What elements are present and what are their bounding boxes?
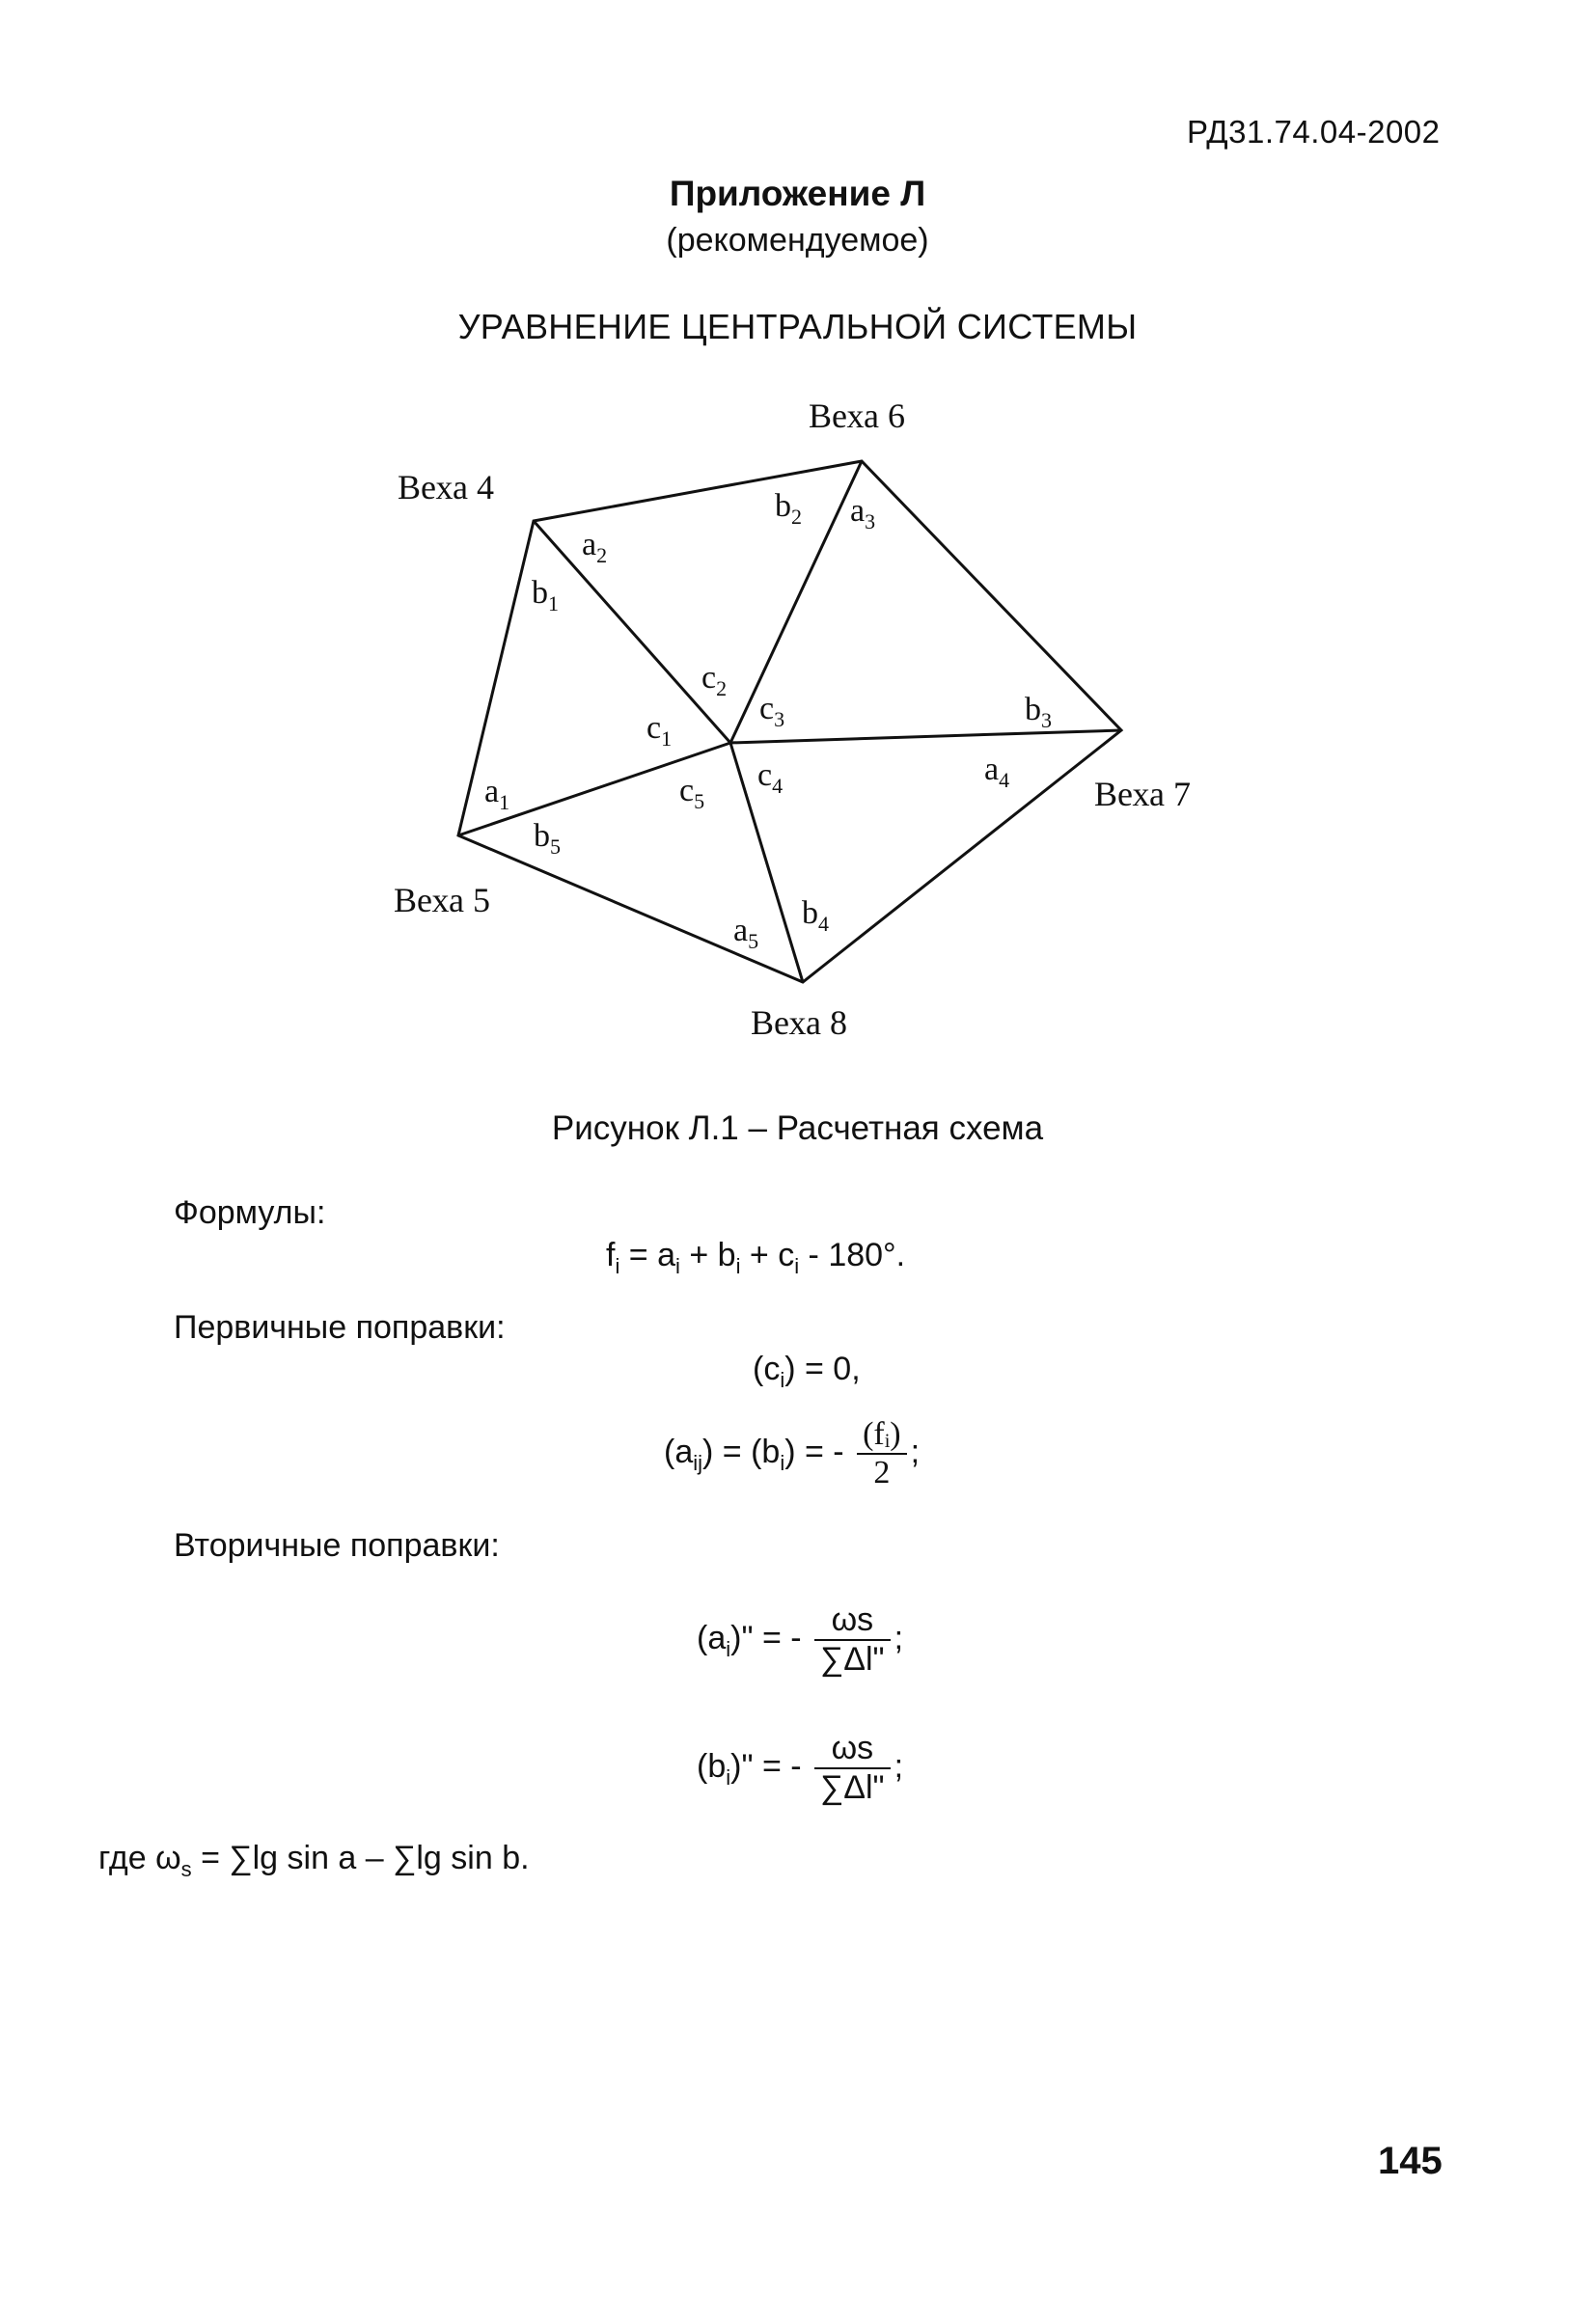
- angle-label-b2: b2: [775, 488, 802, 529]
- fraction-omega-over-sum: ωs∑Δl": [814, 1601, 891, 1679]
- angle-label-b3: b3: [1025, 692, 1052, 732]
- formula-ab-correction: (aij) = (bi) = - (fᵢ)2;: [664, 1416, 921, 1491]
- appendix-subtitle: (рекомендуемое): [666, 222, 929, 259]
- ray-veha-5: [457, 741, 731, 837]
- node-label-veha-8: Веха 8: [751, 1003, 847, 1042]
- figure-caption: Рисунок Л.1 – Расчетная схема: [551, 1109, 1044, 1147]
- formula-where-omega: где ωs = ∑lg sin a – ∑lg sin b.: [98, 1840, 530, 1881]
- formula-closure: fi = ai + bi + ci - 180°.: [606, 1237, 906, 1278]
- section-title: УРАВНЕНИЕ ЦЕНТРАЛЬНОЙ СИСТЕМЫ: [457, 307, 1138, 346]
- formula-a-secondary: (ai)" = - ωs∑Δl";: [697, 1601, 904, 1679]
- node-label-veha-5: Веха 5: [394, 881, 490, 919]
- angle-label-c2: c2: [701, 660, 727, 700]
- node-label-veha-7: Веха 7: [1094, 775, 1191, 813]
- angle-label-c1: c1: [646, 710, 672, 751]
- page-number: 145: [1378, 2140, 1443, 2182]
- formula-c-correction: (ci) = 0,: [753, 1351, 861, 1392]
- ray-veha-8: [729, 742, 805, 983]
- angle-label-a3: a3: [850, 493, 875, 533]
- fraction-omega-over-sum: ωs∑Δl": [814, 1730, 891, 1807]
- angle-label-b4: b4: [802, 895, 829, 936]
- angle-label-a1: a1: [484, 774, 509, 814]
- ray-veha-7: [729, 728, 1122, 745]
- appendix-title: Приложение Л: [669, 174, 926, 213]
- fraction-fi-over-2: (fᵢ)2: [857, 1416, 907, 1491]
- angle-label-a4: a4: [984, 752, 1009, 792]
- secondary-corrections-label: Вторичные поправки:: [174, 1527, 500, 1564]
- formula-b-secondary: (bi)" = - ωs∑Δl";: [697, 1730, 904, 1807]
- outer-pentagon: [456, 459, 1124, 984]
- node-label-veha-4: Веха 4: [398, 468, 494, 506]
- ray-veha-6: [729, 460, 864, 744]
- angle-label-b1: b1: [532, 575, 559, 615]
- document-code: РД31.74.04-2002: [1187, 114, 1441, 150]
- diagram-lines: [456, 459, 1124, 984]
- ray-veha-4: [532, 520, 732, 744]
- node-label-veha-6: Веха 6: [809, 396, 905, 435]
- angle-label-a5: a5: [733, 913, 758, 953]
- angle-label-c3: c3: [759, 691, 784, 731]
- angle-label-b5: b5: [534, 818, 561, 859]
- central-system-diagram: Веха 4 Веха 6 Веха 7 Веха 5 Веха 8 a1 b1…: [394, 396, 1191, 1042]
- angle-label-c4: c4: [757, 757, 783, 798]
- primary-corrections-label: Первичные поправки:: [174, 1309, 506, 1346]
- angle-label-c5: c5: [679, 773, 704, 813]
- formulas-label: Формулы:: [174, 1194, 326, 1231]
- angle-label-a2: a2: [582, 527, 607, 567]
